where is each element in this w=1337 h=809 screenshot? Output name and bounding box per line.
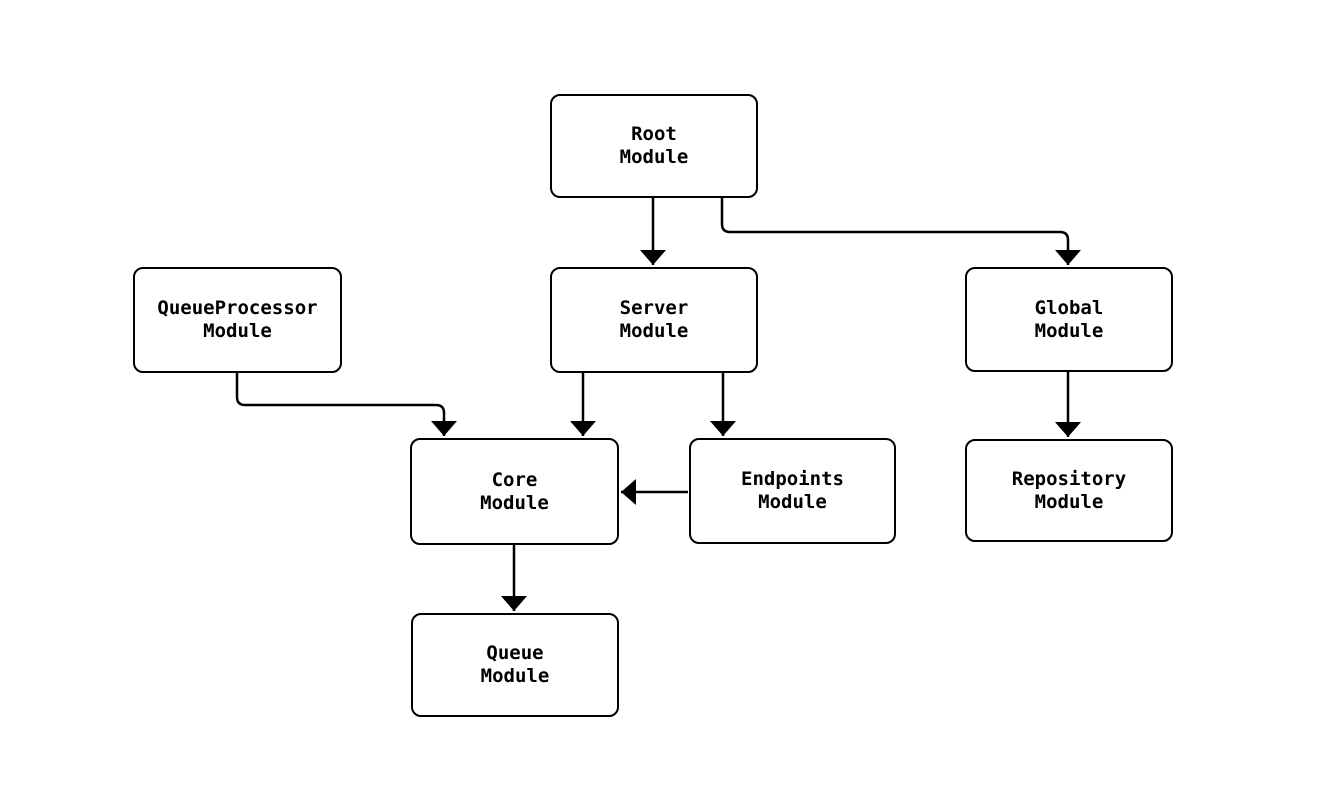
node-root: Root Module [550, 94, 758, 198]
node-repository: Repository Module [965, 439, 1173, 542]
node-label-queueprocessor: QueueProcessor Module [157, 297, 318, 342]
node-label-global: Global Module [1034, 296, 1104, 342]
node-server: Server Module [550, 267, 758, 373]
edge-root-global [720, 198, 1081, 265]
node-label-server: Server Module [619, 297, 689, 342]
node-label-endpoints: Endpoints Module [741, 468, 844, 513]
node-core: Core Module [410, 438, 619, 545]
node-label-repository: Repository Module [1011, 467, 1127, 513]
node-endpoints: Endpoints Module [689, 438, 896, 544]
node-queue: Queue Module [411, 613, 619, 717]
node-label-core: Core Module [480, 468, 549, 514]
node-label-root: Root Module [619, 123, 689, 168]
node-global: Global Module [965, 267, 1173, 372]
node-label-queue: Queue Module [480, 642, 550, 687]
node-queueprocessor: QueueProcessor Module [133, 267, 342, 373]
edge-queueprocessor-core [235, 373, 457, 436]
